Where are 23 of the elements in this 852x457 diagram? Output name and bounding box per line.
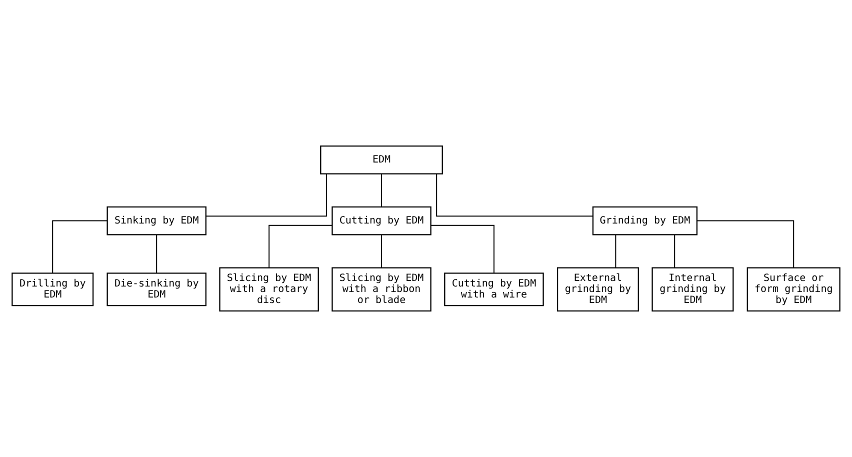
- node-box: EDM: [320, 146, 443, 174]
- node-box: Cutting by EDM: [332, 206, 432, 236]
- connector: [615, 234, 616, 268]
- connector: [696, 220, 794, 268]
- connector: [52, 220, 108, 274]
- node-box: Sinking by EDM: [106, 206, 206, 236]
- node-box: Internal grinding by EDM: [652, 267, 734, 312]
- node-box: External grinding by EDM: [556, 267, 639, 312]
- node-box: Surface or form grinding by EDM: [746, 267, 840, 312]
- connector: [381, 234, 382, 268]
- connector: [381, 174, 382, 208]
- connector: [156, 234, 158, 274]
- connector: [268, 224, 333, 268]
- connector: [430, 224, 494, 274]
- node-box: Slicing by EDM with a ribbon or blade: [332, 267, 432, 312]
- connector: [436, 173, 594, 217]
- connector: [205, 173, 327, 217]
- node-box: Cutting by EDM with a wire: [444, 272, 544, 306]
- node-box: Slicing by EDM with a rotary disc: [219, 267, 319, 312]
- connector: [674, 234, 676, 268]
- node-box: Grinding by EDM: [592, 206, 698, 236]
- node-box: Die-sinking by EDM: [106, 272, 206, 306]
- node-box: Drilling by EDM: [12, 272, 94, 306]
